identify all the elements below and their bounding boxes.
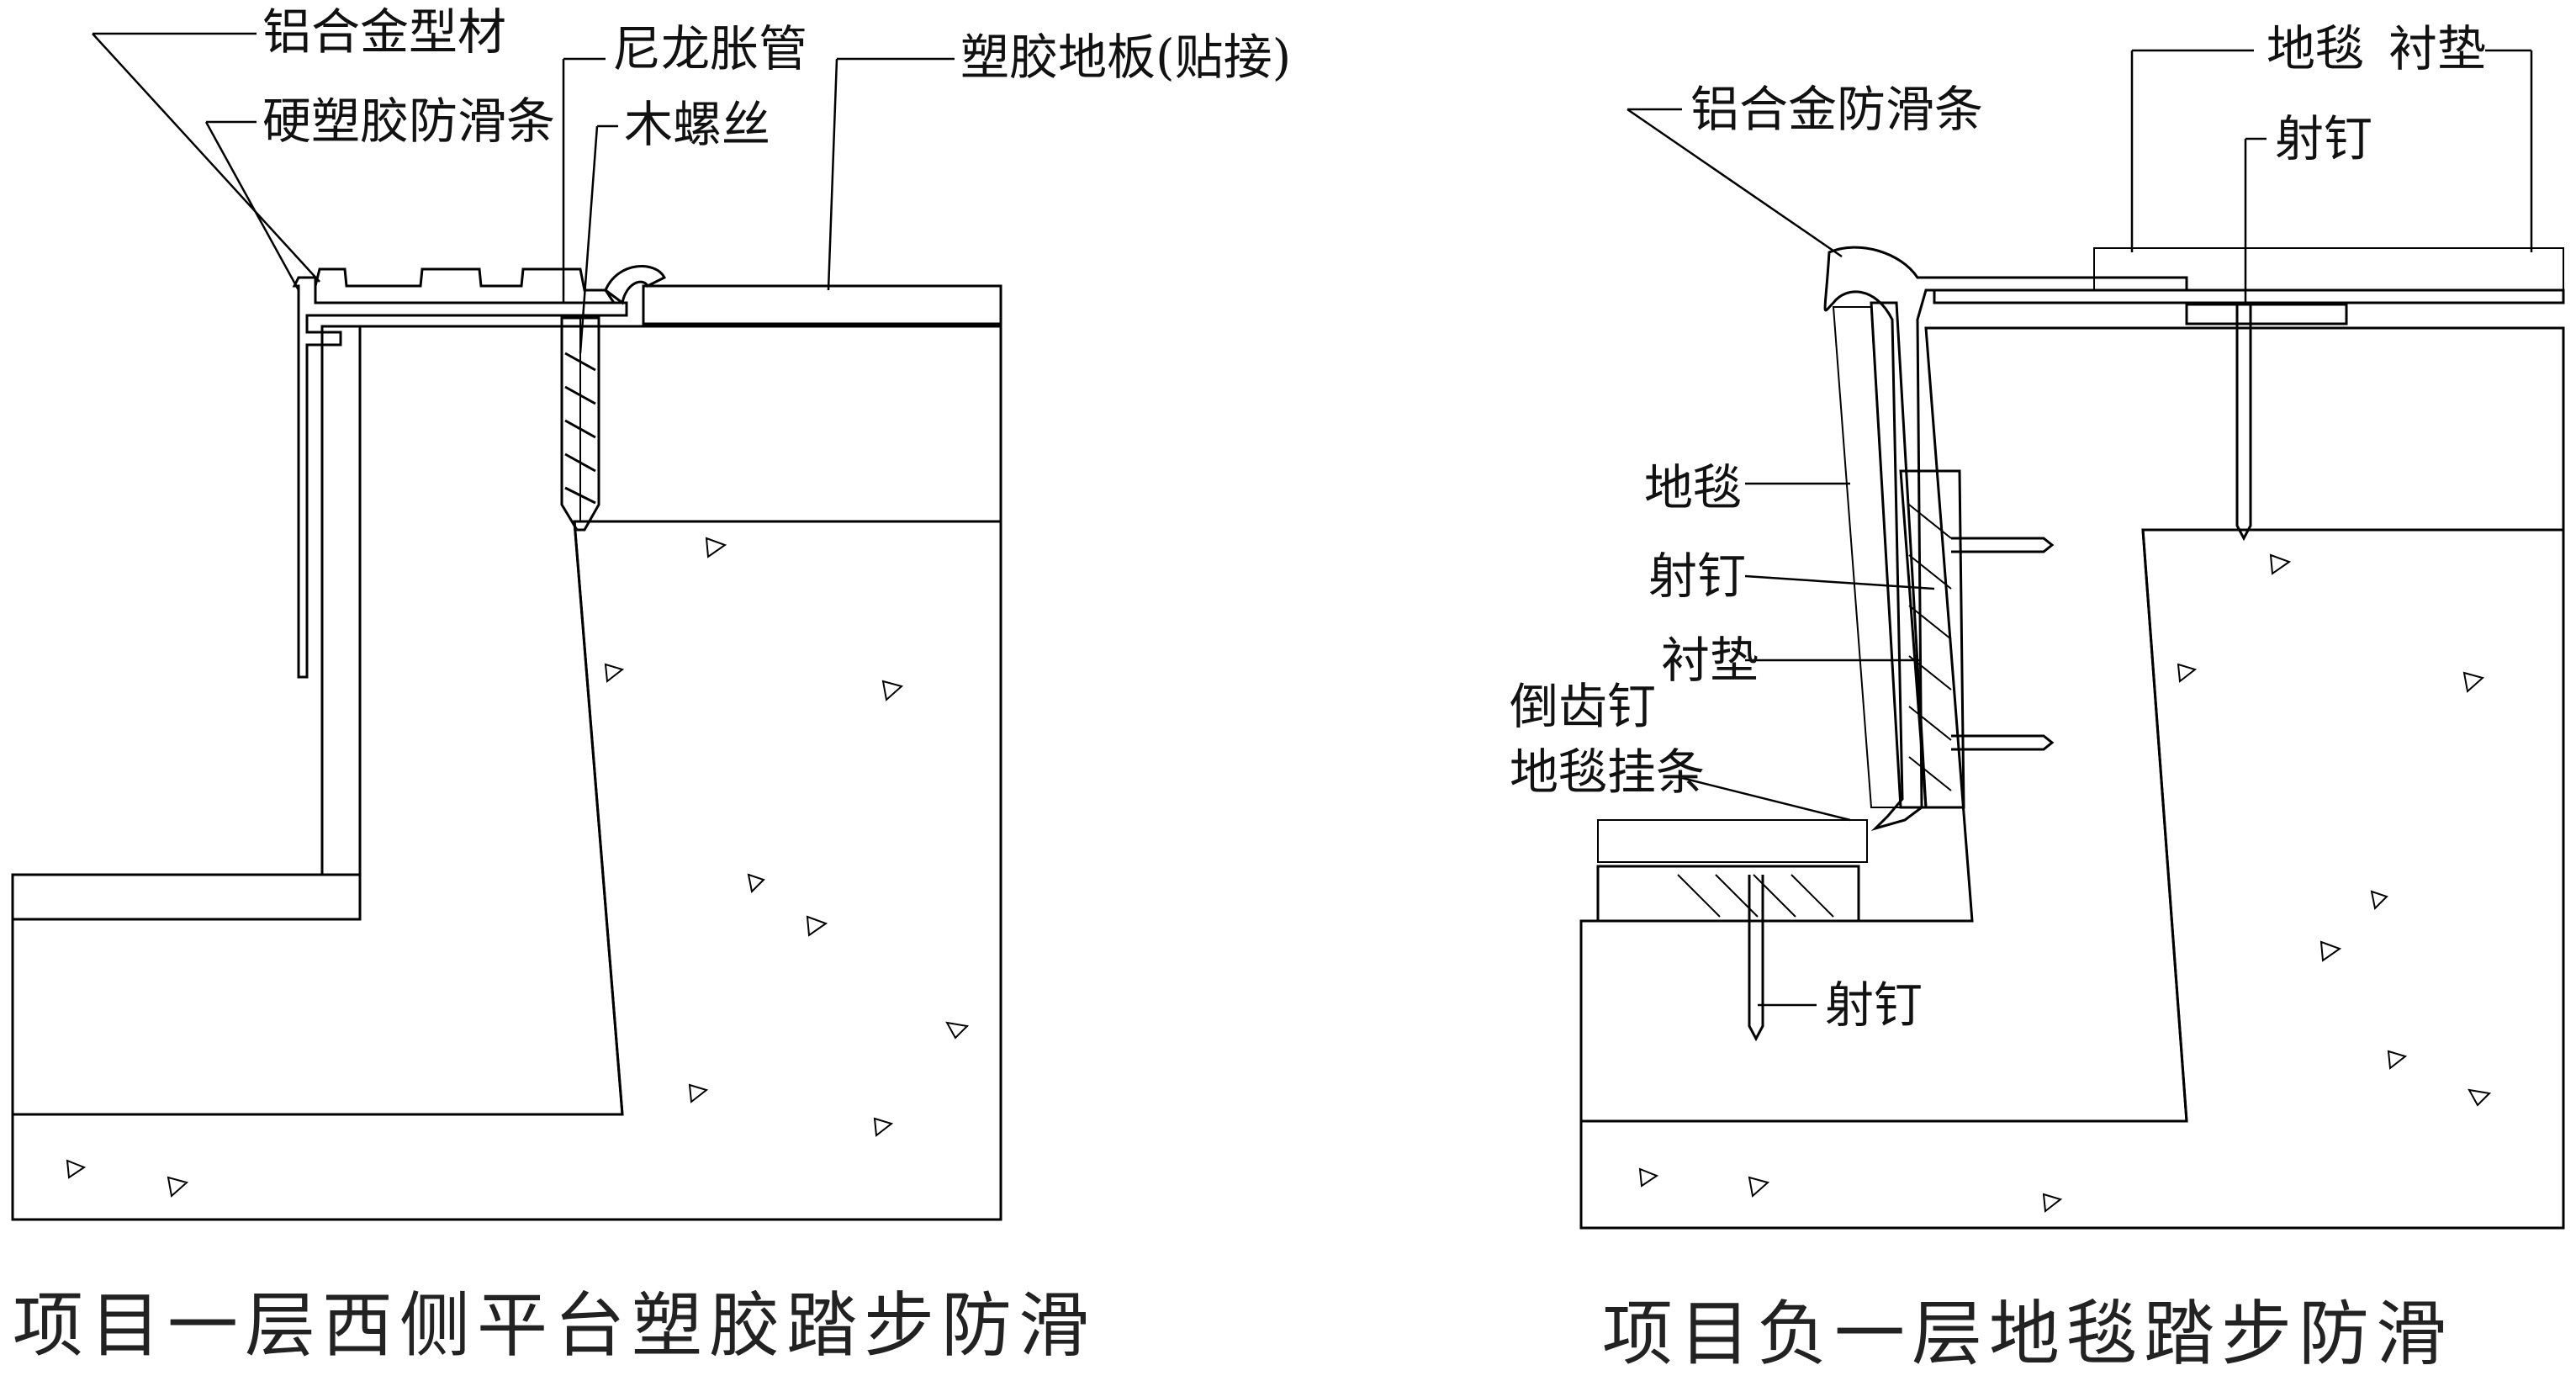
- right-caption: 项目负一层地毯踏步防滑: [1602, 1293, 2453, 1375]
- right-bottom-nail: [1748, 875, 1764, 1042]
- right-aggregate-marks: [1638, 553, 2492, 1213]
- right-side-nail-upper: [1951, 537, 2055, 553]
- right-top-nail: [2235, 304, 2252, 542]
- left-lower-plastic-floor: [11, 873, 362, 921]
- label-bottom-nail: 射钉: [1825, 976, 1923, 1034]
- label-barb-nail: 倒齿钉: [1510, 678, 1656, 735]
- label-top-underlay: 衬垫: [2388, 20, 2486, 77]
- right-leaders: [1627, 49, 2533, 1007]
- right-riser-gripper: [1899, 469, 1965, 809]
- left-rigid-antislip-strip: [314, 267, 616, 304]
- left-top-plastic-floor: [642, 284, 1002, 325]
- right-top-underlay: [1933, 288, 2565, 304]
- label-side-carpet: 地毯: [1644, 459, 1742, 516]
- right-riser-carpet: [1832, 306, 1902, 808]
- left-profile-end-curl: [604, 265, 667, 305]
- left-aluminium-profile: [292, 276, 628, 679]
- label-plastic-floor: 塑胶地板(贴接): [960, 29, 1291, 86]
- label-aluminium-antislip-strip: 铝合金防滑条: [1690, 81, 1983, 138]
- label-wood-screw: 木螺丝: [624, 96, 770, 153]
- right-screed-layer: [1579, 326, 2565, 1123]
- right-concrete-structure: [1579, 528, 2565, 1230]
- label-top-carpet: 地毯: [2267, 20, 2364, 77]
- right-top-carpet: [2093, 247, 2564, 291]
- right-top-gripper: [2185, 303, 2348, 325]
- right-side-nail-lower: [1951, 734, 2055, 751]
- left-riser-plastic: [320, 325, 362, 876]
- label-aluminium-profile: 铝合金型材: [262, 3, 506, 61]
- label-rigid-antislip-strip: 硬塑胶防滑条: [262, 93, 555, 150]
- left-screed-layer: [11, 325, 1002, 1116]
- left-aggregate-marks: [66, 537, 970, 1198]
- right-aluminium-nosing: [1823, 246, 2188, 832]
- right-detail: [1579, 246, 2565, 1230]
- left-concrete-structure: [11, 520, 1002, 1221]
- left-leaders: [92, 32, 955, 354]
- label-gripper-strip: 地毯挂条: [1510, 743, 1705, 801]
- label-nylon-anchor: 尼龙胀管: [612, 20, 807, 77]
- label-side-nail: 射钉: [1648, 548, 1746, 605]
- label-top-nail: 射钉: [2275, 110, 2372, 167]
- right-lower-carpet: [1597, 819, 1868, 863]
- left-nylon-anchor: [560, 316, 600, 532]
- left-caption: 项目一层西侧平台塑胶踏步防滑: [13, 1284, 1096, 1367]
- label-side-underlay: 衬垫: [1661, 632, 1759, 689]
- right-lower-gripper-strip: [1596, 865, 1860, 923]
- left-detail: [11, 265, 1002, 1221]
